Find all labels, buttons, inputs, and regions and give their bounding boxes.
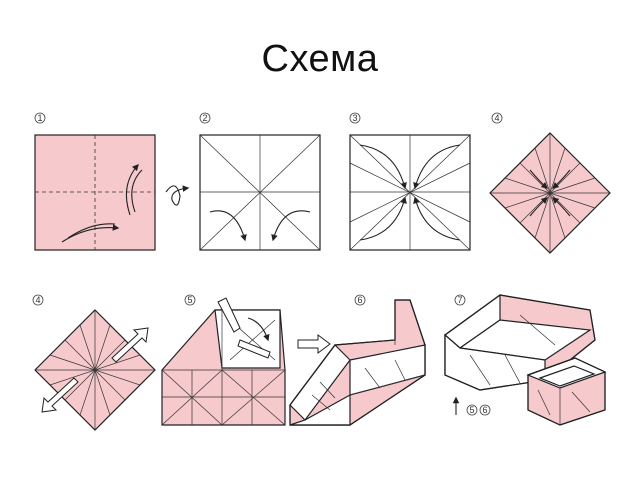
turn-over-icon — [165, 185, 190, 206]
step-4b-marker — [32, 294, 44, 306]
step-6-marker — [354, 294, 366, 306]
fold-arrow — [217, 297, 241, 333]
step-1-marker — [34, 112, 46, 124]
finished-box — [526, 357, 607, 426]
page-title: Схема — [261, 38, 379, 80]
fold-arrow — [61, 224, 120, 243]
pull-arrow — [111, 327, 149, 363]
fold-arrow — [209, 210, 247, 242]
step-2-number: 2 — [202, 113, 207, 123]
fold-arrow — [125, 164, 139, 216]
next-arrow — [297, 334, 331, 354]
step-5-number: 5 — [187, 295, 192, 305]
step-1-number: 1 — [37, 113, 42, 123]
step-6: 6 — [289, 294, 426, 426]
step-3: 3 — [349, 112, 471, 251]
ref-step-6: 6 — [482, 405, 487, 415]
step-1: 1 — [34, 112, 156, 251]
step-2: 2 — [199, 112, 321, 251]
right-arrow-icon — [297, 334, 331, 354]
step-7-number: 7 — [457, 295, 462, 305]
step-4: 4 — [489, 112, 611, 254]
step-2-marker — [199, 112, 211, 124]
step-3-number: 3 — [352, 113, 357, 123]
fold-arrow — [271, 210, 311, 242]
step-4-pull: 4 — [32, 294, 156, 431]
step-4b-number: 4 — [35, 295, 40, 305]
step-7-marker — [454, 294, 466, 306]
step-5: 5 — [161, 294, 286, 426]
step-6-number: 6 — [357, 295, 362, 305]
step-4-marker — [491, 112, 503, 124]
ref-step-5: 5 — [469, 405, 474, 415]
step-5-marker — [184, 294, 196, 306]
step-3-marker — [349, 112, 361, 124]
fold-arrow — [237, 339, 271, 359]
step-4-number: 4 — [494, 113, 499, 123]
pull-arrow — [41, 377, 79, 413]
